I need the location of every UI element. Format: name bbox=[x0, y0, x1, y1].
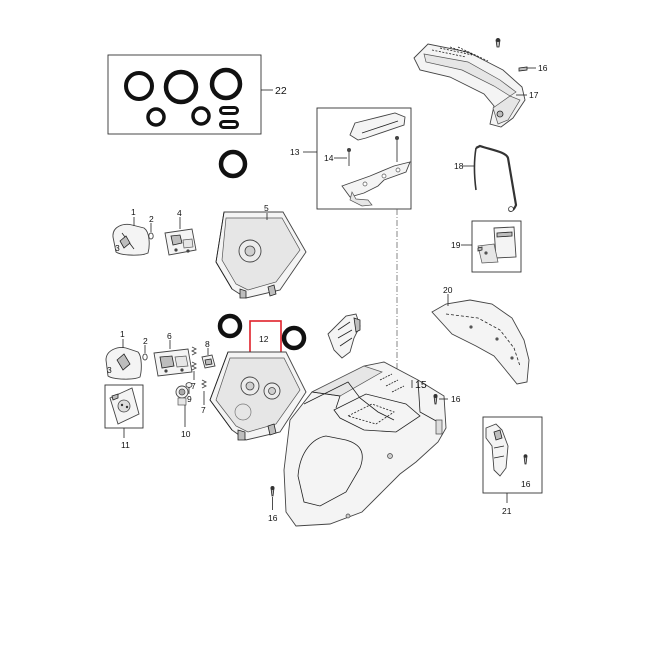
callout-1-lower[interactable]: 1 bbox=[120, 329, 125, 339]
part-9-lamp[interactable] bbox=[185, 382, 193, 388]
callout-6[interactable]: 6 bbox=[167, 331, 172, 341]
part-lower-control-panel[interactable] bbox=[209, 351, 307, 441]
callout-7-upper[interactable]: 7 bbox=[191, 381, 196, 391]
callout-16-top[interactable]: 16 bbox=[538, 63, 548, 73]
callout-17[interactable]: 17 bbox=[529, 90, 539, 100]
callout-8[interactable]: 8 bbox=[205, 339, 210, 349]
part-12-highlight[interactable]: 12 bbox=[249, 320, 282, 355]
screw-16-bottom bbox=[270, 486, 275, 497]
seal-left-lower bbox=[217, 313, 243, 339]
o-ring-large-1 bbox=[124, 71, 154, 101]
part-2-spring-upper bbox=[148, 232, 154, 240]
callout-14[interactable]: 14 bbox=[324, 153, 334, 163]
callout-5[interactable]: 5 bbox=[264, 203, 269, 213]
seal-kit-frame bbox=[107, 54, 262, 135]
callout-12[interactable]: 12 bbox=[259, 334, 269, 344]
o-ring-small-1 bbox=[146, 107, 166, 127]
callout-3-lower[interactable]: 3 bbox=[107, 365, 112, 375]
callout-2-upper[interactable]: 2 bbox=[149, 214, 154, 224]
part-cable-guide-blade[interactable] bbox=[327, 313, 361, 359]
part-8-clip[interactable] bbox=[201, 354, 216, 369]
callout-21[interactable]: 21 bbox=[502, 506, 512, 516]
cable-clip-frame bbox=[471, 220, 522, 273]
part-5-upper-control-panel[interactable] bbox=[215, 211, 307, 299]
seal-kit-box[interactable] bbox=[107, 54, 262, 135]
callout-16-right[interactable]: 16 bbox=[521, 479, 531, 489]
callout-9[interactable]: 9 bbox=[187, 394, 192, 404]
callout-18[interactable]: 18 bbox=[454, 161, 464, 171]
callout-1-upper[interactable]: 1 bbox=[131, 207, 136, 217]
part-13-handle-kit[interactable] bbox=[316, 107, 412, 210]
seal-right-lower-12 bbox=[281, 325, 307, 351]
part-1-rotary-knob-upper[interactable] bbox=[112, 224, 150, 256]
part-7-spring-upper bbox=[190, 346, 198, 371]
part-18-hose-hook[interactable] bbox=[473, 144, 518, 212]
callout-13[interactable]: 13 bbox=[290, 147, 300, 157]
callout-3-upper[interactable]: 3 bbox=[115, 243, 120, 253]
callout-2-lower[interactable]: 2 bbox=[143, 336, 148, 346]
o-ring-small-2 bbox=[191, 106, 211, 126]
part-7-spring-lower bbox=[200, 379, 208, 389]
handle-kit-frame bbox=[316, 107, 412, 210]
screw-16-top bbox=[495, 38, 501, 48]
part-17-carry-handle[interactable] bbox=[413, 43, 526, 128]
callout-16-bottom[interactable]: 16 bbox=[268, 513, 278, 523]
wheel-bracket-frame bbox=[482, 416, 543, 494]
o-ring-large-3 bbox=[209, 67, 243, 101]
part-6-switch-assembly[interactable] bbox=[153, 348, 193, 377]
part-20-side-cover[interactable] bbox=[431, 299, 530, 385]
o-ring-large-2 bbox=[163, 69, 199, 105]
seal-above-panel-5 bbox=[218, 149, 248, 179]
part-1-rotary-knob-lower[interactable] bbox=[105, 347, 142, 380]
part-21-wheel-bracket[interactable] bbox=[482, 416, 543, 494]
part-10-indicator[interactable] bbox=[175, 385, 189, 406]
part-15-main-housing[interactable] bbox=[283, 361, 447, 527]
callout-19[interactable]: 19 bbox=[451, 240, 461, 250]
callout-7-lower[interactable]: 7 bbox=[201, 405, 206, 415]
part-2-spring-lower bbox=[142, 353, 148, 361]
part-4-switch-upper[interactable] bbox=[164, 228, 197, 256]
callout-16-housing[interactable]: 16 bbox=[451, 394, 461, 404]
part-11-socket[interactable] bbox=[104, 384, 144, 429]
callout-4[interactable]: 4 bbox=[177, 208, 182, 218]
screw-16-top-right bbox=[518, 66, 528, 72]
part-19-cable-clip-kit[interactable] bbox=[471, 220, 522, 273]
callout-11[interactable]: 11 bbox=[121, 440, 130, 450]
callout-10[interactable]: 10 bbox=[181, 429, 191, 439]
callout-22[interactable]: 22 bbox=[275, 85, 287, 97]
callout-15[interactable]: 15 bbox=[415, 379, 427, 391]
screw-16-housing-right bbox=[433, 394, 438, 405]
callout-20[interactable]: 20 bbox=[443, 285, 453, 295]
